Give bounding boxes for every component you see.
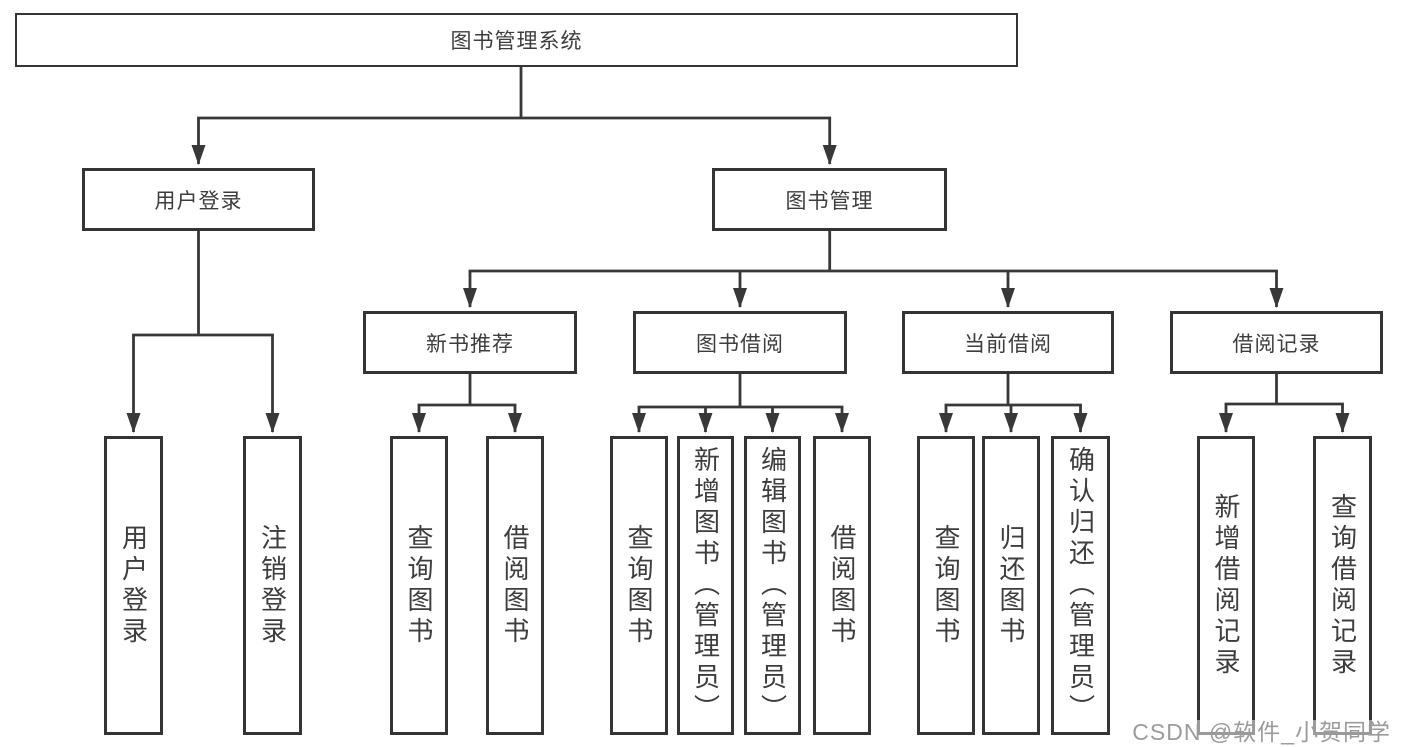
- node-label: 借阅图书: [500, 523, 530, 648]
- connector-current-borrowing-trunk: [944, 372, 1082, 407]
- node-label: 查询图书: [931, 523, 961, 648]
- node-user-login: 用户登录: [82, 168, 315, 231]
- node-new-book-recommend: 新书推荐: [363, 311, 577, 374]
- connector-book-management-trunk: [468, 229, 1278, 273]
- node-leaf-borrow-books: 借阅图书: [813, 436, 871, 735]
- node-label: 确认归还（管理员）: [1065, 446, 1096, 725]
- node-label: 注销登录: [257, 523, 288, 648]
- node-label: 编辑图书（管理员）: [757, 446, 788, 725]
- node-book-borrowing: 图书借阅: [633, 311, 847, 374]
- node-leaf-edit-books-admin: 编辑图书（管理员）: [744, 436, 801, 735]
- node-leaf-add-books-admin: 新增图书（管理员）: [677, 436, 734, 735]
- node-label: 新增图书（管理员）: [690, 446, 721, 725]
- node-leaf-query-borrow-record: 查询借阅记录: [1313, 436, 1372, 735]
- node-label: 当前借阅: [964, 332, 1052, 356]
- connector-root-trunk: [197, 65, 832, 120]
- node-label: 图书管理系统: [450, 30, 583, 53]
- node-book-management: 图书管理: [712, 168, 947, 231]
- connector-book-borrowing-trunk: [637, 372, 844, 409]
- node-label: 新增借阅记录: [1211, 492, 1241, 679]
- watermark: CSDN @软件_小贺同学: [1130, 718, 1393, 745]
- node-leaf-query-books-recommend: 查询图书: [390, 436, 448, 735]
- connector-new-book-trunk: [417, 372, 517, 407]
- node-leaf-return-books: 归还图书: [982, 436, 1040, 735]
- connector-user-login-trunk: [132, 229, 274, 337]
- node-label: 用户登录: [118, 523, 149, 648]
- node-label: 用户登录: [154, 189, 243, 213]
- node-leaf-confirm-return-admin: 确认归还（管理员）: [1051, 436, 1110, 735]
- node-leaf-borrow-books-recommend: 借阅图书: [486, 436, 544, 735]
- node-label: 借阅图书: [827, 523, 857, 648]
- node-leaf-query-books-current: 查询图书: [917, 436, 975, 735]
- node-leaf-user-login: 用户登录: [104, 436, 163, 735]
- node-current-borrowing: 当前借阅: [902, 311, 1114, 374]
- node-label: 图书借阅: [696, 332, 784, 356]
- node-root-system: 图书管理系统: [15, 13, 1018, 67]
- node-borrowing-records: 借阅记录: [1170, 311, 1383, 374]
- connector-borrowing-records-trunk: [1224, 372, 1344, 406]
- node-label: 图书管理: [785, 189, 874, 213]
- node-label: 查询图书: [624, 523, 654, 648]
- node-leaf-logout: 注销登录: [243, 436, 302, 735]
- node-label: 查询图书: [404, 523, 434, 648]
- node-leaf-add-borrow-record: 新增借阅记录: [1197, 436, 1255, 735]
- node-leaf-query-books-borrowing: 查询图书: [610, 436, 668, 735]
- node-label: 查询借阅记录: [1327, 492, 1358, 679]
- node-label: 借阅记录: [1232, 332, 1321, 356]
- node-label: 新书推荐: [426, 332, 514, 356]
- node-label: 归还图书: [996, 523, 1026, 648]
